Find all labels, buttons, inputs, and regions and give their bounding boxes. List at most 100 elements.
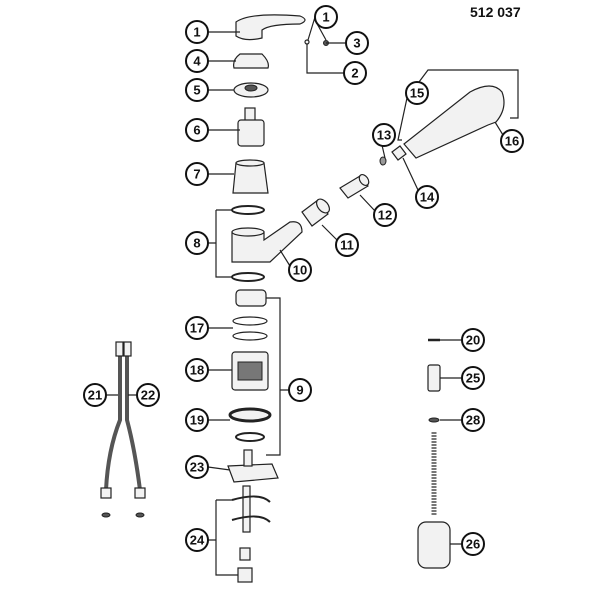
leader-lines	[106, 16, 519, 576]
callout-circle	[185, 528, 209, 552]
part-body	[231, 221, 303, 263]
hose-fitting-left	[115, 341, 124, 357]
part-mounting-plate	[227, 463, 279, 483]
callout-circle	[345, 31, 369, 55]
callout-label: 12	[378, 208, 392, 223]
callout-circle	[461, 328, 485, 352]
hose-nut-right	[134, 487, 146, 499]
part-nut-hole	[244, 84, 258, 92]
callout-3: 3	[345, 31, 369, 55]
hose-washer-right	[135, 512, 145, 518]
callout-7: 7	[185, 162, 209, 186]
callout-circle	[500, 129, 524, 153]
callout-label: 21	[88, 388, 102, 403]
callout-label: 10	[293, 263, 307, 278]
callout-label: 2	[351, 66, 358, 81]
callout-circle	[461, 532, 485, 556]
callout-circle	[415, 185, 439, 209]
callout-label: 22	[141, 388, 155, 403]
part-sleeve-top	[235, 159, 265, 167]
callout-circle	[461, 366, 485, 390]
callout-17: 17	[185, 316, 209, 340]
callout-4: 4	[185, 49, 209, 73]
callout-15: 15	[405, 81, 429, 105]
part-hose-weight	[417, 521, 451, 569]
callout-circle	[461, 408, 485, 432]
callout-label: 11	[340, 238, 354, 253]
callout-label: 19	[190, 413, 204, 428]
callout-1: 1	[314, 5, 338, 29]
part-cartridge	[237, 119, 265, 147]
part-nut-24	[237, 567, 253, 583]
part-diverter-top	[235, 289, 267, 307]
part-threaded-rod	[242, 485, 251, 533]
callout-20: 20	[461, 328, 485, 352]
parts	[100, 14, 519, 583]
callout-circle	[288, 378, 312, 402]
callout-circle	[335, 233, 359, 257]
part-sleeve	[232, 162, 269, 194]
callout-circle	[373, 203, 397, 227]
callout-label: 7	[193, 167, 200, 182]
callout-10: 10	[288, 258, 312, 282]
callout-label: 24	[190, 533, 205, 548]
callout-circle	[288, 258, 312, 282]
callout-28: 28	[461, 408, 485, 432]
part-washer	[379, 156, 387, 166]
part-body-top	[231, 227, 265, 237]
callout-label: 17	[190, 321, 204, 336]
callout-9: 9	[288, 378, 312, 402]
callout-1: 1	[185, 20, 209, 44]
callout-circle	[185, 118, 209, 142]
part-spray-head	[403, 85, 505, 159]
callout-label: 26	[466, 537, 480, 552]
part-hose-adapter	[427, 364, 441, 392]
callout-circle	[185, 408, 209, 432]
callout-label: 25	[466, 371, 480, 386]
part-o-ring-bottom	[231, 272, 265, 282]
callout-label: 16	[505, 134, 519, 149]
callout-label: 9	[296, 383, 303, 398]
callout-6: 6	[185, 118, 209, 142]
part-spacer	[239, 547, 251, 561]
callout-2: 2	[343, 61, 367, 85]
callout-24: 24	[185, 528, 209, 552]
callout-label: 14	[420, 190, 435, 205]
callout-circle	[185, 231, 209, 255]
part-ring-19	[228, 407, 272, 423]
part-supply-hoses	[104, 350, 142, 491]
callout-23: 23	[185, 455, 209, 479]
part-clamp	[231, 495, 271, 523]
callout-13: 13	[372, 123, 396, 147]
callout-18: 18	[185, 358, 209, 382]
part-diverter-window	[237, 361, 263, 381]
callout-label: 28	[466, 413, 480, 428]
callout-circle	[372, 123, 396, 147]
callout-circle	[405, 81, 429, 105]
part-stud	[243, 449, 253, 467]
callout-label: 20	[466, 333, 480, 348]
part-screw-2	[304, 39, 310, 45]
part-cap	[233, 53, 269, 69]
callout-circle	[136, 383, 160, 407]
callout-19: 19	[185, 408, 209, 432]
part-o-ring-top	[231, 205, 265, 215]
callout-label: 5	[193, 83, 200, 98]
part-washer-28	[428, 417, 440, 423]
callout-label: 15	[410, 86, 424, 101]
callout-22: 22	[136, 383, 160, 407]
part-o-ring-17a	[232, 316, 268, 326]
callout-circle	[185, 49, 209, 73]
callout-label: 3	[353, 36, 360, 51]
callout-26: 26	[461, 532, 485, 556]
part-hose-connector-end	[358, 173, 370, 187]
callout-label: 1	[193, 25, 200, 40]
part-ring-9b	[235, 432, 265, 442]
callout-21: 21	[83, 383, 107, 407]
callout-label: 8	[193, 236, 200, 251]
callout-8: 8	[185, 231, 209, 255]
callout-label: 4	[193, 54, 201, 69]
callout-circle	[185, 316, 209, 340]
